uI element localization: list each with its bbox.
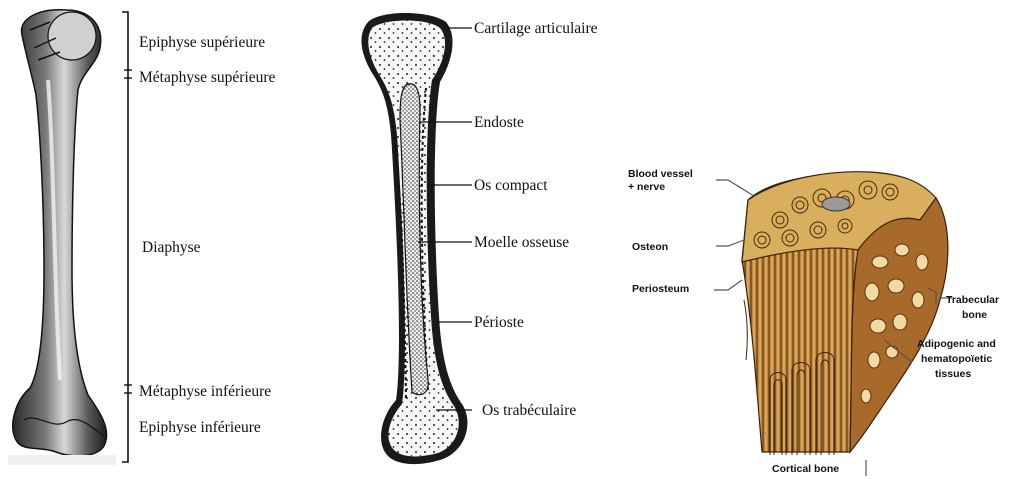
humerus-bottom-smudge [8, 455, 116, 465]
label-perioste: Périoste [474, 314, 524, 331]
label-adipogenic-2: hematopoïetic [921, 353, 992, 365]
label-os-compact: Os compact [474, 177, 548, 194]
label-epiphyse-inferieure: Epiphyse inférieure [139, 419, 261, 436]
humerus-head [48, 12, 96, 60]
label-metaphyse-superieure: Métaphyse supérieure [139, 69, 276, 86]
label-trabecular-2: bone [962, 309, 987, 321]
label-diaphyse: Diaphyse [142, 239, 201, 256]
humerus-bracket [122, 12, 128, 462]
section-panel: Cartilage articulaire Endoste Os compact… [361, 13, 597, 464]
label-blood-vessel-1: Blood vessel [628, 168, 693, 180]
label-adipogenic-3: tissues [935, 368, 971, 380]
label-adipogenic-1: Adipogenic and [917, 338, 996, 350]
label-metaphyse-inferieure: Métaphyse inférieure [139, 383, 271, 400]
microstructure-panel: Blood vessel + nerve Osteon Periosteum T… [628, 168, 999, 476]
humerus-bone [13, 10, 107, 456]
label-os-trabeculaire: Os trabéculaire [482, 402, 576, 419]
label-blood-vessel-2: + nerve [628, 181, 665, 193]
vessel-opening [822, 197, 850, 211]
label-moelle-osseuse: Moelle osseuse [474, 234, 569, 251]
label-epiphyse-superieure: Epiphyse supérieure [139, 34, 265, 51]
label-periosteum: Periosteum [632, 283, 689, 295]
label-endoste: Endoste [474, 114, 524, 131]
label-trabecular-1: Trabecular [946, 294, 999, 306]
label-osteon: Osteon [632, 241, 668, 253]
label-cortical-bone: Cortical bone [772, 463, 839, 475]
humerus-panel: Epiphyse supérieure Métaphyse supérieure… [8, 10, 276, 465]
label-cartilage-articulaire: Cartilage articulaire [474, 20, 598, 37]
